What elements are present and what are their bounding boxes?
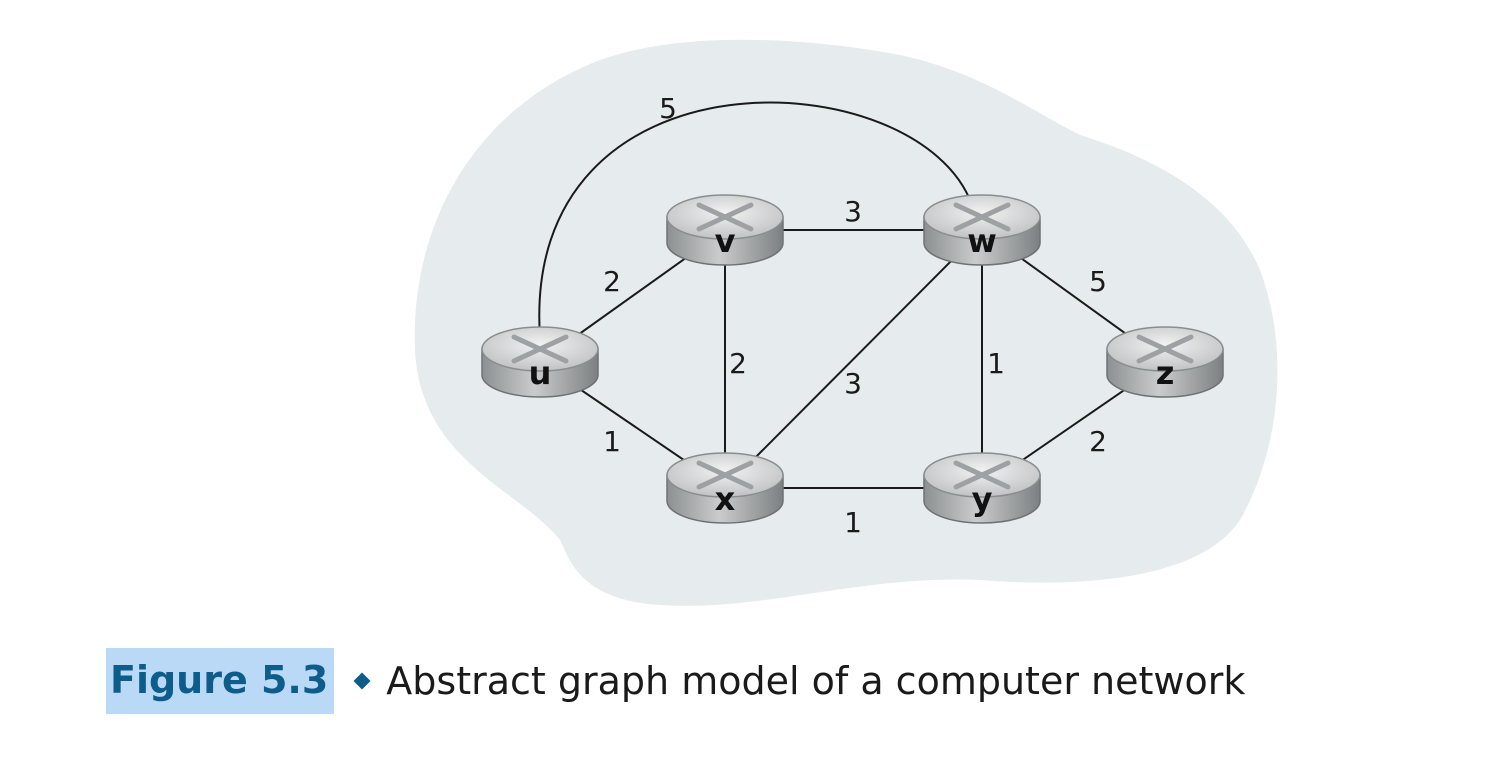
router-icon [953,202,1011,232]
edge-weight-u-w: 5 [659,92,677,125]
router-icon [696,460,754,490]
edge-weight-v-w: 3 [844,195,862,228]
router-node-u: u [481,326,599,398]
network-graph-diagram: 5 2 1 3 2 3 1 5 1 2 u v w x y z [414,39,1278,606]
edge-weight-u-x: 1 [603,425,621,458]
diamond-icon [353,672,371,690]
node-label-x: x [715,480,736,518]
node-label-u: u [529,354,552,392]
edge-u-w [538,101,973,338]
router-icon [953,460,1011,490]
network-cloud-background [414,39,1278,606]
edge-weight-w-y: 1 [987,347,1005,380]
node-label-y: y [972,480,993,518]
edge-weight-y-z: 2 [1089,425,1107,458]
edge-weight-u-v: 2 [603,265,621,298]
edge-weight-v-x: 2 [729,347,747,380]
node-label-w: w [967,222,997,260]
edge-w-x [724,229,983,489]
router-icon [696,202,754,232]
edge-weight-x-y: 1 [844,506,862,539]
node-label-z: z [1156,354,1175,392]
router-node-w: w [923,194,1041,266]
nodes-layer: u v w x y z [481,194,1224,524]
router-node-v: v [666,194,784,266]
figure-caption-text: Abstract graph model of a computer netwo… [386,659,1246,703]
router-icon [511,334,569,364]
router-node-x: x [666,452,784,524]
router-node-z: z [1106,326,1224,398]
edge-weight-w-x: 3 [844,367,862,400]
figure-caption: Figure 5.3 Abstract graph model of a com… [106,648,1245,714]
weights-layer: 5 2 1 3 2 3 1 5 1 2 [603,92,1107,539]
router-node-y: y [923,452,1041,524]
figure-number: Figure 5.3 [106,648,335,714]
node-label-v: v [715,222,736,260]
router-icon [1136,334,1194,364]
edge-weight-w-z: 5 [1089,265,1107,298]
